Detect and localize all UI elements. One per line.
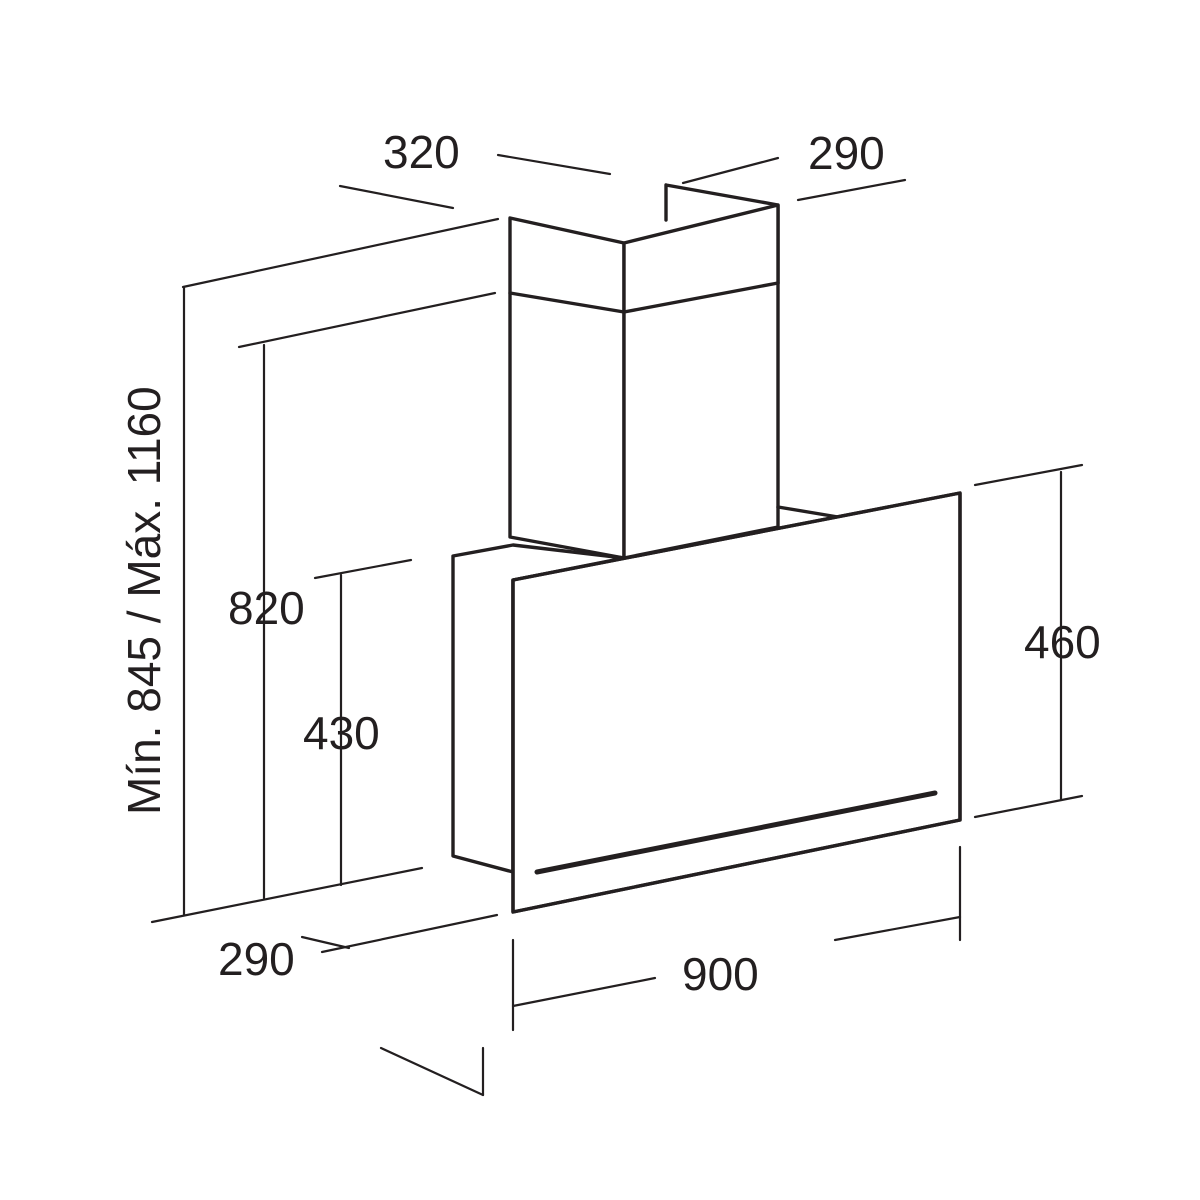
- dim-290-top-right-segment: [796, 178, 907, 202]
- dim-460-top-extension: [973, 463, 1084, 487]
- motor-box-top-edge: [776, 505, 840, 519]
- label-chimney-width: 290: [808, 127, 885, 179]
- label-width: 900: [682, 948, 759, 1000]
- dim-290-top-left-segment: [681, 156, 780, 185]
- dim-290-bottom-baseline: [150, 866, 424, 924]
- chimney-joint-line: [508, 281, 780, 314]
- dim-430-top-extension: [313, 558, 413, 580]
- label-panel-height: 460: [1024, 616, 1101, 668]
- dim-820-top-extension: [237, 291, 497, 349]
- chimney-front-face: [508, 216, 626, 560]
- chimney-side-face: [622, 203, 780, 560]
- dimension-lines: [150, 153, 1084, 1097]
- dim-320-right-segment: [496, 153, 612, 176]
- dim-320-left-segment: [338, 184, 455, 210]
- dim-290-bottom-left-tick: [300, 935, 351, 950]
- label-height-to-top: 820: [228, 582, 305, 634]
- dim-460-bottom-extension: [973, 794, 1084, 819]
- control-strip: [534, 790, 938, 875]
- dim-900-right-segment: [833, 915, 962, 942]
- label-body-height: 430: [303, 707, 380, 759]
- glass-front-panel-border: [511, 491, 962, 914]
- label-chimney-depth: 320: [383, 126, 460, 178]
- hood-body: [451, 183, 962, 914]
- label-body-depth: 290: [218, 933, 295, 985]
- dim-corner-diagonal: [379, 1046, 485, 1097]
- label-overall-height: Mín. 845 / Máx. 1160: [118, 386, 170, 815]
- dimension-labels: 320 290 820 430 460 290 900 Mín. 845 / M…: [118, 126, 1101, 1000]
- dim-900-left-segment: [511, 976, 657, 1008]
- dim-overall-top-extension: [181, 217, 500, 289]
- dim-290-bottom-right-segment: [320, 913, 499, 954]
